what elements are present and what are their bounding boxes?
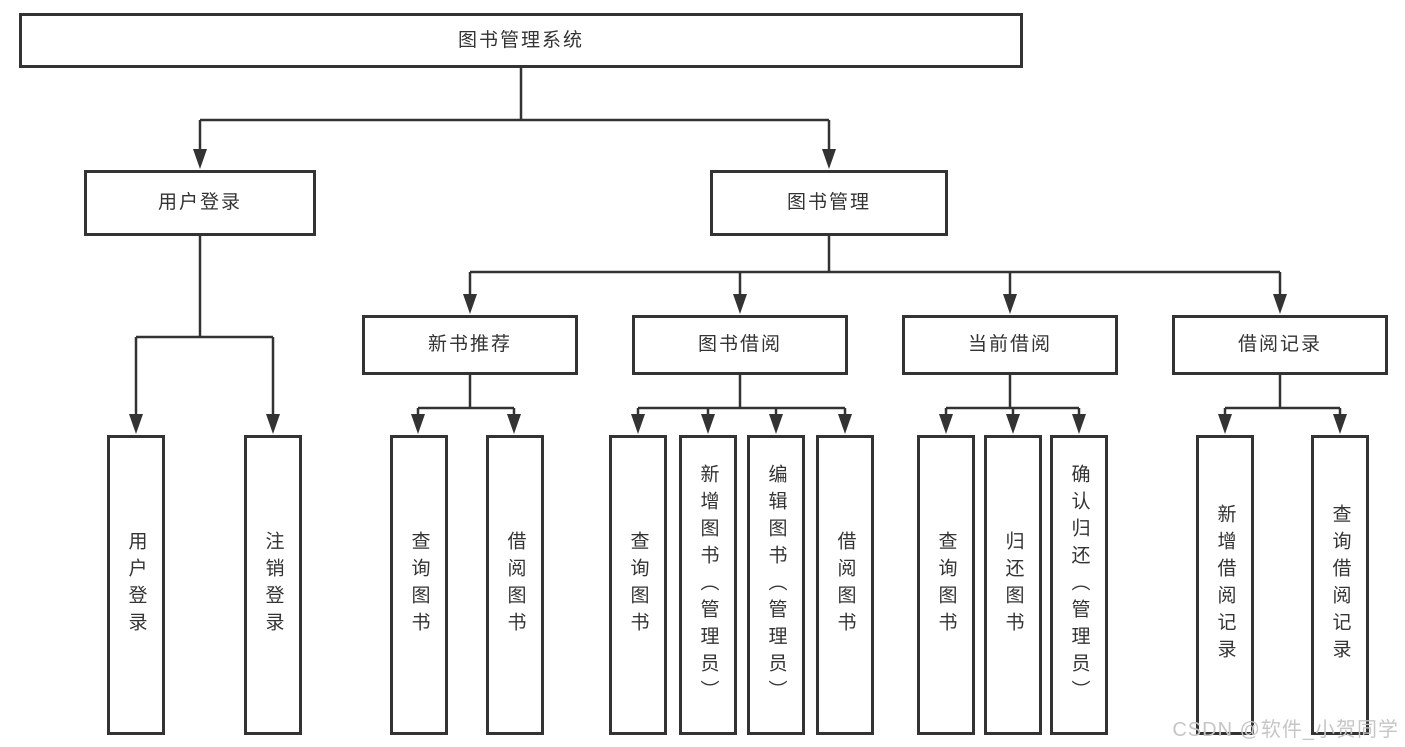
node-new-book-recommend: 新书推荐 <box>362 315 578 375</box>
node-label: 新增借阅记录 <box>1214 504 1236 666</box>
node-user-login: 用户登录 <box>84 170 316 236</box>
connector-bookmgmt-to-level3 <box>463 236 1287 314</box>
leaf-user-login: 用户登录 <box>107 435 165 735</box>
node-label: 当前借阅 <box>967 334 1052 356</box>
node-book-management: 图书管理 <box>710 170 948 236</box>
leaf-borrow-book: 借阅图书 <box>486 435 544 735</box>
node-label: 查询借阅记录 <box>1329 504 1351 666</box>
node-book-borrow: 图书借阅 <box>632 315 848 375</box>
connector-userlogin-to-leaves <box>129 236 280 434</box>
connector-root-to-level2 <box>193 68 836 169</box>
node-label: 图书管理 <box>786 192 871 214</box>
node-label: 借阅记录 <box>1237 334 1322 356</box>
leaf-add-borrow-record: 新增借阅记录 <box>1196 435 1254 735</box>
node-label: 新书推荐 <box>427 334 512 356</box>
leaf-logout: 注销登录 <box>244 435 302 735</box>
node-label: 查询图书 <box>627 531 649 639</box>
node-label: 归还图书 <box>1002 531 1024 639</box>
leaf-add-book-admin: 新增图书（管理员） <box>679 435 737 735</box>
leaf-return-book: 归还图书 <box>984 435 1042 735</box>
leaf-edit-book-admin: 编辑图书（管理员） <box>747 435 805 735</box>
node-label: 用户登录 <box>125 531 147 639</box>
csdn-watermark: CSDN @软件_小贺同学 <box>1172 719 1399 741</box>
node-label: 编辑图书（管理员） <box>765 463 787 707</box>
node-label: 确认归还（管理员） <box>1068 463 1090 707</box>
node-system-root: 图书管理系统 <box>19 13 1023 68</box>
leaf-query-borrow-record: 查询借阅记录 <box>1311 435 1369 735</box>
connector-current-to-leaves <box>939 375 1086 434</box>
leaf-query-book: 查询图书 <box>609 435 667 735</box>
connector-newbook-to-leaves <box>411 375 521 434</box>
connector-borrow-to-leaves <box>631 375 852 434</box>
node-label: 查询图书 <box>935 531 957 639</box>
node-label: 查询图书 <box>408 531 430 639</box>
node-label: 注销登录 <box>262 531 284 639</box>
node-label: 借阅图书 <box>834 531 856 639</box>
node-label: 借阅图书 <box>504 531 526 639</box>
connector-records-to-leaves <box>1218 375 1347 434</box>
node-label: 图书管理系统 <box>457 29 584 51</box>
node-borrow-records: 借阅记录 <box>1172 315 1388 375</box>
node-label: 用户登录 <box>157 192 242 214</box>
node-current-borrow: 当前借阅 <box>902 315 1118 375</box>
leaf-borrow-book: 借阅图书 <box>816 435 874 735</box>
node-label: 图书借阅 <box>697 334 782 356</box>
leaf-confirm-return-admin: 确认归还（管理员） <box>1050 435 1108 735</box>
node-label: 新增图书（管理员） <box>697 463 719 707</box>
leaf-query-book: 查询图书 <box>390 435 448 735</box>
leaf-query-book: 查询图书 <box>917 435 975 735</box>
